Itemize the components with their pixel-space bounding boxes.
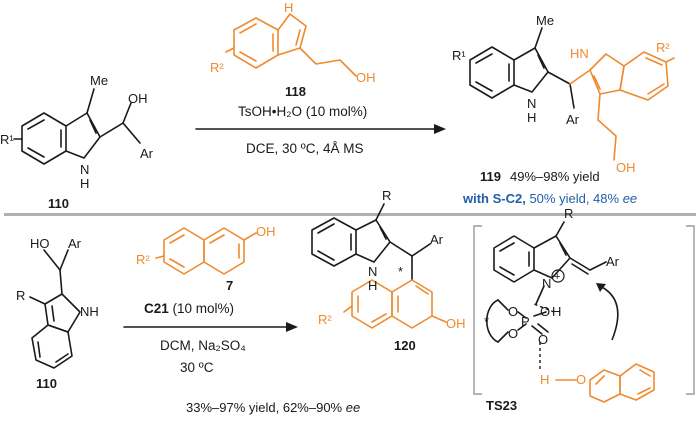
ts-o1-label: O	[508, 304, 518, 319]
top-reagent-compound-number: 118	[285, 84, 306, 99]
top-conditions-text: DCE, 30 ºC, 4Å MS	[246, 141, 363, 156]
ts-o2-label: O	[508, 326, 518, 341]
ts-h1-label: H	[552, 304, 561, 319]
ts-o5-label: O	[576, 372, 586, 387]
bottom-product-compound-number: 120	[394, 338, 416, 353]
top-reagent-h-label: H	[284, 0, 293, 15]
bottom-reagent-r2-label: R²	[136, 252, 150, 267]
bottom-product-r2-label: R²	[318, 312, 332, 327]
ts-o4-label: O	[538, 332, 548, 347]
top-enantio-prefix: with S-C2,	[462, 191, 526, 206]
bottom-product-r-label: R	[382, 188, 391, 203]
bottom-catalyst-name: C21	[144, 301, 169, 316]
ts-r-label: R	[564, 206, 573, 221]
top-sm-methyl-label: Me	[90, 73, 108, 88]
top-product-aryl-label: Ar	[566, 112, 580, 127]
bottom-reagent-naphthol	[155, 227, 257, 275]
top-sm-h-label: H	[80, 176, 89, 191]
top-product-hn-label: HN	[570, 46, 589, 61]
bottom-sm-nh-label: NH	[80, 304, 99, 319]
top-reagent-tryptophol	[225, 13, 357, 77]
bottom-sm-ho-label: HO	[30, 236, 50, 251]
bottom-product-stereo-star: *	[398, 264, 403, 279]
bottom-yield-ee: ee	[346, 400, 360, 415]
top-sm-n-label: N	[80, 162, 89, 177]
top-reagent-r2-label: R²	[210, 60, 224, 75]
top-sm-compound-number: 110	[48, 196, 69, 211]
ts-plus-label: +	[554, 271, 560, 283]
bottom-product	[311, 203, 447, 329]
section-divider	[4, 213, 696, 216]
top-product-oh-label: OH	[616, 160, 636, 175]
top-product-yield: 49%–98% yield	[510, 169, 600, 184]
bottom-sm-compound-number: 110	[36, 376, 57, 391]
bottom-product-oh-label: OH	[446, 316, 466, 331]
bottom-reaction-arrow	[123, 322, 298, 332]
bottom-reagent-oh-label: OH	[256, 224, 276, 239]
top-product	[469, 27, 675, 161]
bottom-conditions-line2: 30 ºC	[180, 360, 214, 375]
top-product-r1-label: R¹	[452, 48, 466, 63]
ts-label: TS23	[486, 398, 517, 413]
ts-ar-label: Ar	[606, 254, 620, 269]
top-catalyst-text: TsOH•H₂O (10 mol%)	[238, 104, 367, 119]
top-enantio-line: with S-C2, 50% yield, 48% ee	[462, 191, 637, 206]
bottom-product-h-label: H	[368, 278, 377, 293]
ts-charge-circle	[551, 269, 565, 283]
bottom-starting-material	[29, 249, 81, 369]
bottom-product-n-label: N	[368, 264, 377, 279]
ts-o3-label: O	[540, 304, 550, 319]
bottom-product-ar-label: Ar	[430, 232, 444, 247]
top-starting-material	[13, 88, 141, 165]
bottom-catalyst-load: (10 mol%)	[169, 301, 234, 316]
bottom-yield-line: 33%–97% yield, 62%–90% ee	[186, 400, 360, 415]
top-reaction-arrow	[195, 124, 446, 134]
ts-star-label: *	[484, 314, 489, 329]
bottom-conditions-line1: DCM, Na₂SO₄	[160, 338, 246, 353]
top-reagent-oh-label: OH	[356, 70, 376, 85]
ts-structure	[486, 221, 655, 403]
top-product-r2-label: R²	[656, 40, 670, 55]
ts-n-label: N	[542, 276, 551, 291]
top-product-h-label: H	[527, 110, 536, 125]
ts-bracket	[473, 225, 695, 395]
top-product-n-label: N	[527, 96, 536, 111]
ts-h2-label: H	[540, 372, 549, 387]
top-enantio-result: 50% yield, 48%	[526, 191, 623, 206]
bottom-sm-r-label: R	[16, 288, 25, 303]
top-sm-hydroxyl-label: OH	[128, 91, 148, 106]
bottom-sm-ar-label: Ar	[68, 236, 82, 251]
top-sm-aryl-label: Ar	[140, 146, 154, 161]
top-product-compound-number: 119	[480, 169, 501, 184]
top-sm-r1-label: R¹	[0, 132, 14, 147]
top-enantio-ee: ee	[623, 191, 637, 206]
ts-p-label: P	[521, 314, 530, 329]
bottom-reagent-compound-number: 7	[226, 278, 233, 293]
bottom-yield-text: 33%–97% yield, 62%–90%	[186, 400, 346, 415]
top-product-methyl-label: Me	[536, 13, 554, 28]
bottom-catalyst-text: C21 (10 mol%)	[144, 301, 234, 316]
